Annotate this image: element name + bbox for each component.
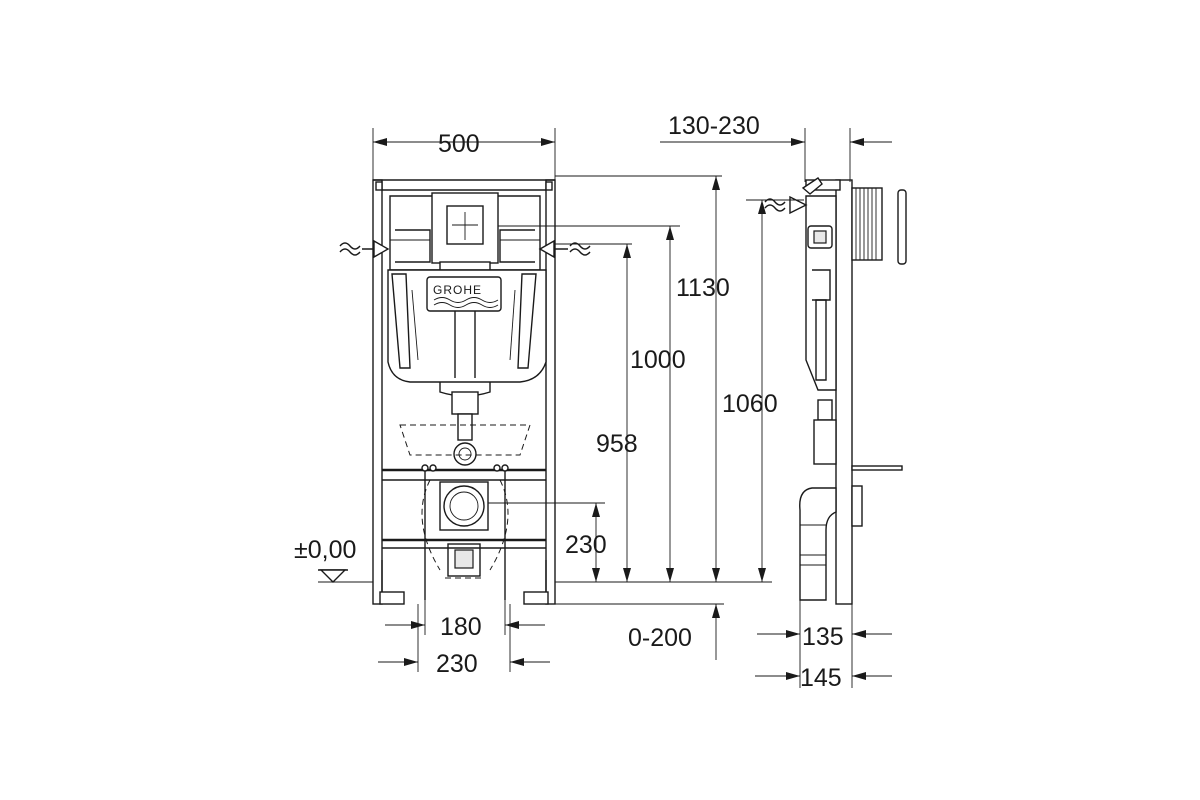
mounting-bar: [382, 464, 546, 600]
grohe-logo: GROHE: [426, 276, 502, 312]
flush-thread: [851, 187, 907, 265]
dim-height-1060: 1060: [722, 390, 778, 418]
dim-foot-adjust: 0-200: [628, 624, 692, 652]
wc-outline: [399, 424, 531, 579]
frame-uprights: [372, 179, 556, 605]
dim-height-1000: 1000: [630, 346, 686, 374]
lower-bars: [382, 538, 546, 549]
floor-level-triangle-icon: [318, 569, 348, 583]
drain-connector: [439, 481, 489, 577]
dim-floor-level: ±0,00: [294, 536, 356, 564]
side-view: [764, 177, 907, 605]
dim-frame-width: 500: [438, 130, 480, 158]
frame-feet: [379, 560, 549, 605]
drain-side: [799, 465, 903, 601]
dim-depth-135: 135: [802, 623, 844, 651]
dimension-labels: 500 130-230 1130 1000 1060 958 230 ±0,00…: [294, 112, 844, 692]
cistern-side: [805, 195, 837, 465]
dim-depth-145: 145: [800, 664, 842, 692]
dim-bolt-spacing: 180: [440, 613, 482, 641]
dimension-lines: [318, 128, 892, 688]
cistern: [387, 192, 547, 397]
flush-pipe: [451, 391, 479, 466]
water-inlet-left-icon: [339, 239, 390, 259]
dim-drain-height: 230: [565, 531, 607, 559]
dim-height-1130: 1130: [676, 274, 730, 302]
water-inlet-side-icon: [764, 195, 808, 215]
dim-foot-spacing: 230: [436, 650, 478, 678]
brand-logo-text: GROHE: [433, 283, 482, 297]
dim-wall-depth-range: 130-230: [668, 112, 760, 140]
dim-height-958: 958: [596, 430, 638, 458]
front-view: GROHE: [339, 179, 591, 605]
